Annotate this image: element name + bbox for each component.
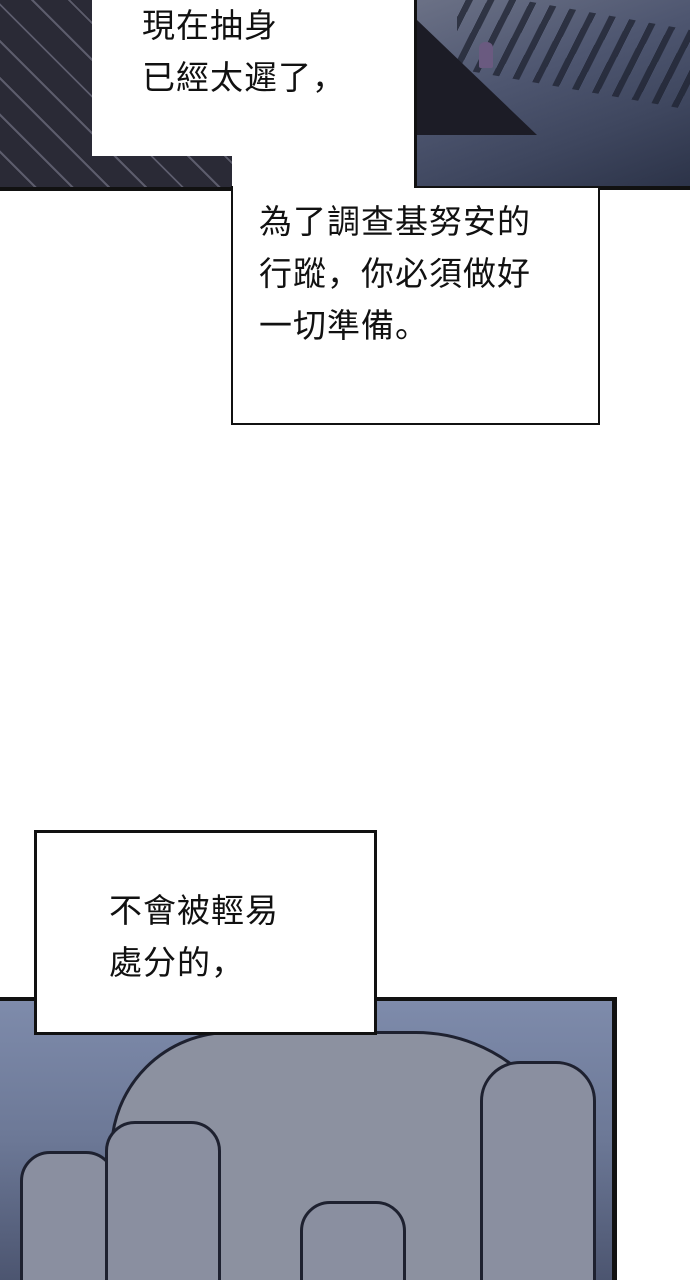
finger-art [480,1061,596,1280]
bottom-hand-panel [0,997,617,1280]
caption-line: 不會被輕易 [109,891,279,930]
caption-box-2-border [414,186,600,188]
caption-line: 現在抽身 [142,6,278,45]
caption-line: 行蹤，你必須做好 [259,254,531,293]
finger-art [20,1151,116,1280]
caption-line: 為了調查基努安的 [259,202,531,241]
top-right-panel [414,0,690,190]
caption-box-3: 不會被輕易 處分的， [34,830,377,1035]
caption-line: 一切準備。 [259,306,429,345]
caption-line: 已經太遲了， [142,58,346,97]
caption-box-2: 為了調查基努安的 行蹤，你必須做好 一切準備。 [231,186,600,425]
caption-box-1-extension [232,130,414,188]
small-figure [479,42,493,68]
caption-line: 處分的， [109,943,245,982]
finger-art [105,1121,221,1280]
finger-art [300,1201,406,1280]
